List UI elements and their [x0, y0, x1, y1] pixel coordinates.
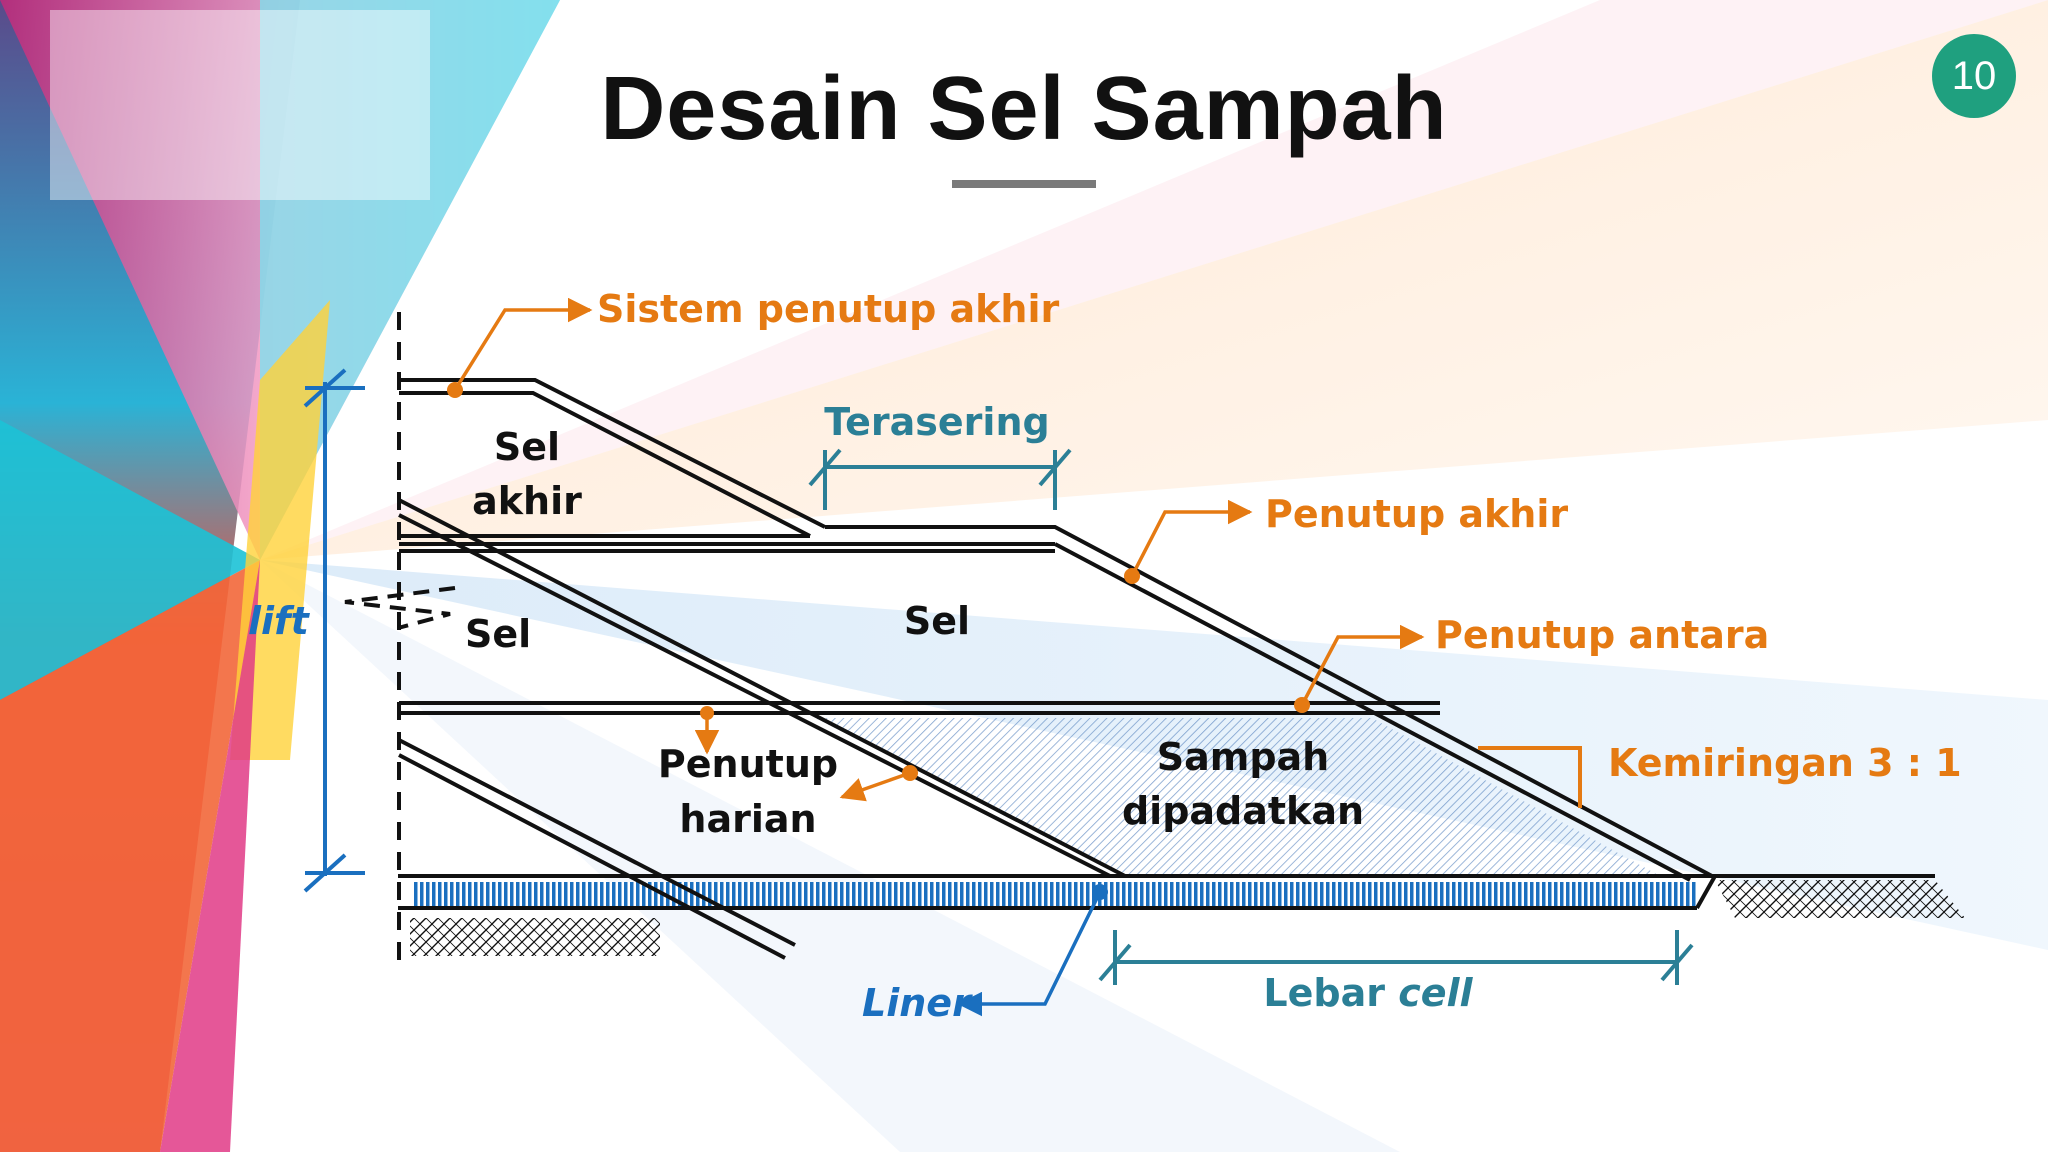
label-terasering: Terasering	[824, 400, 1049, 444]
label-sel-akhir-1: Sel	[494, 425, 560, 469]
label-lebar-cell: Lebar cell	[1263, 971, 1473, 1015]
slide-title: Desain Sel Sampah	[600, 59, 1448, 159]
page-number-badge: 10	[1932, 34, 2016, 118]
label-sel-middle: Sel	[904, 599, 970, 643]
leader-penutup-antara	[1300, 624, 1425, 706]
label-liner: Liner	[862, 981, 973, 1025]
label-lebar: Lebar	[1263, 971, 1385, 1015]
label-sampah-2: dipadatkan	[1122, 789, 1364, 833]
leader-penutup-harian-side	[839, 771, 911, 802]
leader-liner	[957, 891, 1102, 1017]
label-cell: cell	[1398, 971, 1473, 1015]
label-lift: lift	[248, 599, 311, 643]
label-penutup-akhir: Penutup akhir	[1265, 492, 1568, 536]
compacted-waste-area	[815, 718, 1660, 876]
ground-hatch-left	[410, 918, 660, 956]
title-backdrop	[50, 10, 430, 200]
label-sistem-penutup-akhir: Sistem penutup akhir	[597, 287, 1059, 331]
label-kemiringan: Kemiringan 3 : 1	[1608, 741, 1962, 785]
label-penutup-harian-1: Penutup	[658, 742, 838, 786]
title-underline	[952, 180, 1096, 188]
kemiringan-bracket	[1478, 746, 1582, 808]
ground-hatch-right	[1715, 880, 1965, 918]
leader-sistem-penutup-akhir	[453, 297, 593, 391]
leader-penutup-akhir	[1130, 499, 1253, 577]
label-sel-akhir-2: akhir	[472, 479, 582, 523]
label-sel-left: Sel	[465, 612, 531, 656]
label-sampah-1: Sampah	[1157, 735, 1330, 779]
label-penutup-harian-2: harian	[679, 797, 816, 841]
liner-band	[412, 882, 1697, 906]
label-penutup-antara: Penutup antara	[1435, 613, 1769, 657]
